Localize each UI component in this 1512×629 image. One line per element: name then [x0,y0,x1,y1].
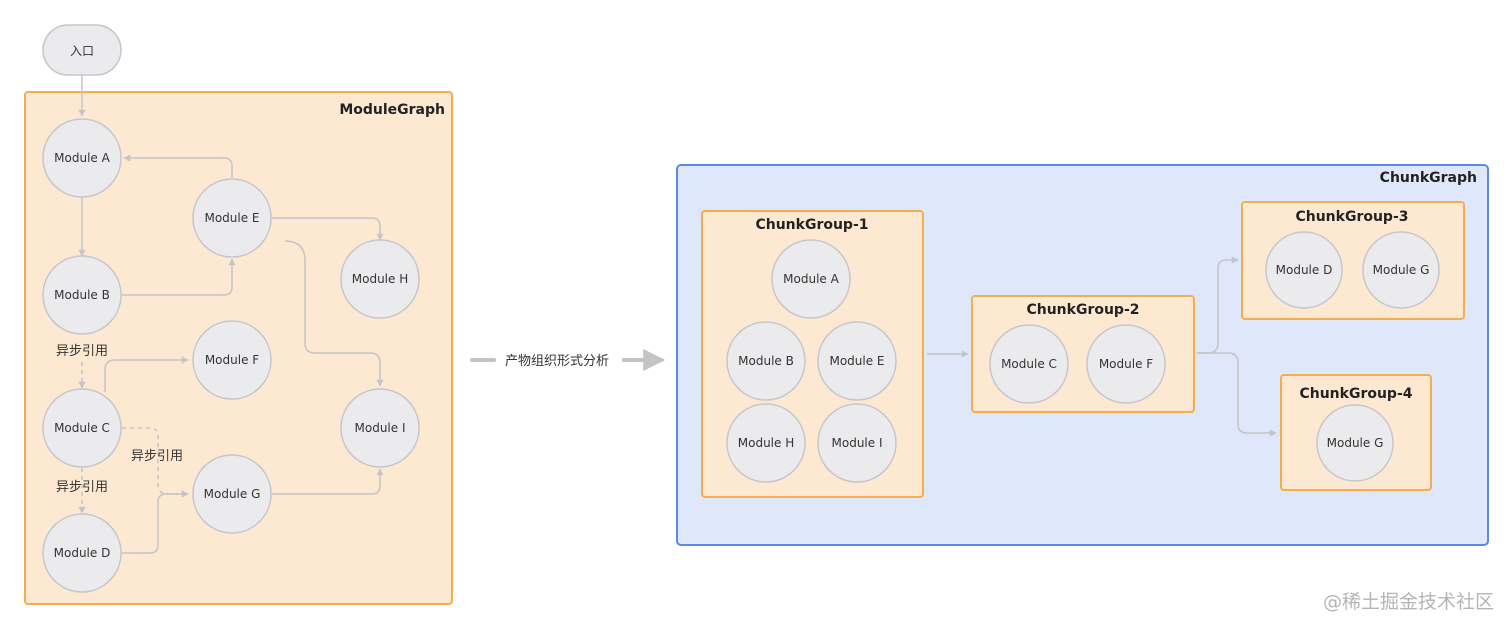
chunk-group-3-module-g: Module G [1362,231,1440,309]
module-node-i-label: Module I [355,421,406,435]
chunk-group-1-module-i: Module I [817,403,897,483]
module-node-a: Module A [42,118,122,198]
module-node-g-label: Module G [204,487,261,501]
module-graph-title: ModuleGraph [339,102,445,118]
edge-d-to-g [122,490,189,554]
chunk-group-1-module-a: Module A [771,239,851,319]
edge-e-to-i [284,240,384,387]
chunk-graph-title: ChunkGraph [1380,170,1477,186]
chunk-group-3-module-d: Module D [1265,231,1343,309]
chunk-group-1-module-b: Module B [726,321,806,401]
edge-b-to-e [122,258,236,296]
edge-e-to-a [123,154,233,178]
chunk-group-1-module-e: Module E [817,321,897,401]
chunk-group-3-module-g-label: Module G [1373,263,1430,277]
chunk-group-1-module-a-label: Module A [783,272,839,286]
chunk-group-4-module-g: Module G [1316,404,1394,482]
module-node-g: Module G [192,454,272,534]
module-node-h: Module H [340,239,420,319]
async-label-b-c: 异步引用 [56,344,108,359]
module-node-e: Module E [192,178,272,258]
chunk-group-2-module-f-label: Module F [1099,357,1153,371]
chunk-graph-edges [927,256,1277,437]
module-node-a-label: Module A [54,151,110,165]
edge-e-to-h [272,217,384,241]
chunk-group-3-title: ChunkGroup-3 [1295,209,1408,225]
edge-async-c-to-g [122,427,189,498]
watermark-brand: @稀土掘金技术社区 [1323,591,1494,613]
chunk-group-1-title: ChunkGroup-1 [755,217,868,233]
chunk-group-2-module-f: Module F [1086,324,1166,404]
chunk-group-4-title: ChunkGroup-4 [1299,386,1412,402]
module-node-c-label: Module C [54,421,110,435]
chunk-group-1-module-h-label: Module H [738,436,794,450]
module-node-h-label: Module H [352,272,408,286]
module-node-e-label: Module E [204,211,259,225]
module-node-b-label: Module B [54,288,110,302]
module-node-f-label: Module F [205,353,259,367]
chunk-group-2-module-c-label: Module C [1001,357,1057,371]
edge-g-to-i [272,468,384,495]
chunk-group-1-module-i-label: Module I [832,436,883,450]
module-node-d: Module D [42,513,122,593]
module-node-c: Module C [42,388,122,468]
module-node-i: Module I [340,388,420,468]
chunk-group-2-title: ChunkGroup-2 [1026,302,1139,318]
module-graph-edges [78,75,384,554]
transform-label: 产物组织形式分析 [505,354,609,369]
async-label-c-d: 异步引用 [56,480,108,495]
edge-c-to-f [104,356,189,392]
module-node-f: Module F [192,320,272,400]
chunk-group-3-module-d-label: Module D [1276,263,1333,277]
module-node-b: Module B [42,255,122,335]
module-node-d-label: Module D [54,546,111,560]
async-label-c-g: 异步引用 [131,449,183,464]
chunk-group-1-module-e-label: Module E [829,354,884,368]
chunk-group-4-module-g-label: Module G [1327,436,1384,450]
entry-node-label: 入口 [70,44,94,58]
chunk-group-2-module-c: Module C [989,324,1069,404]
chunk-group-1-module-b-label: Module B [738,354,794,368]
chunk-group-1-module-h: Module H [726,403,806,483]
edge-group2-to-group4 [1197,352,1277,437]
